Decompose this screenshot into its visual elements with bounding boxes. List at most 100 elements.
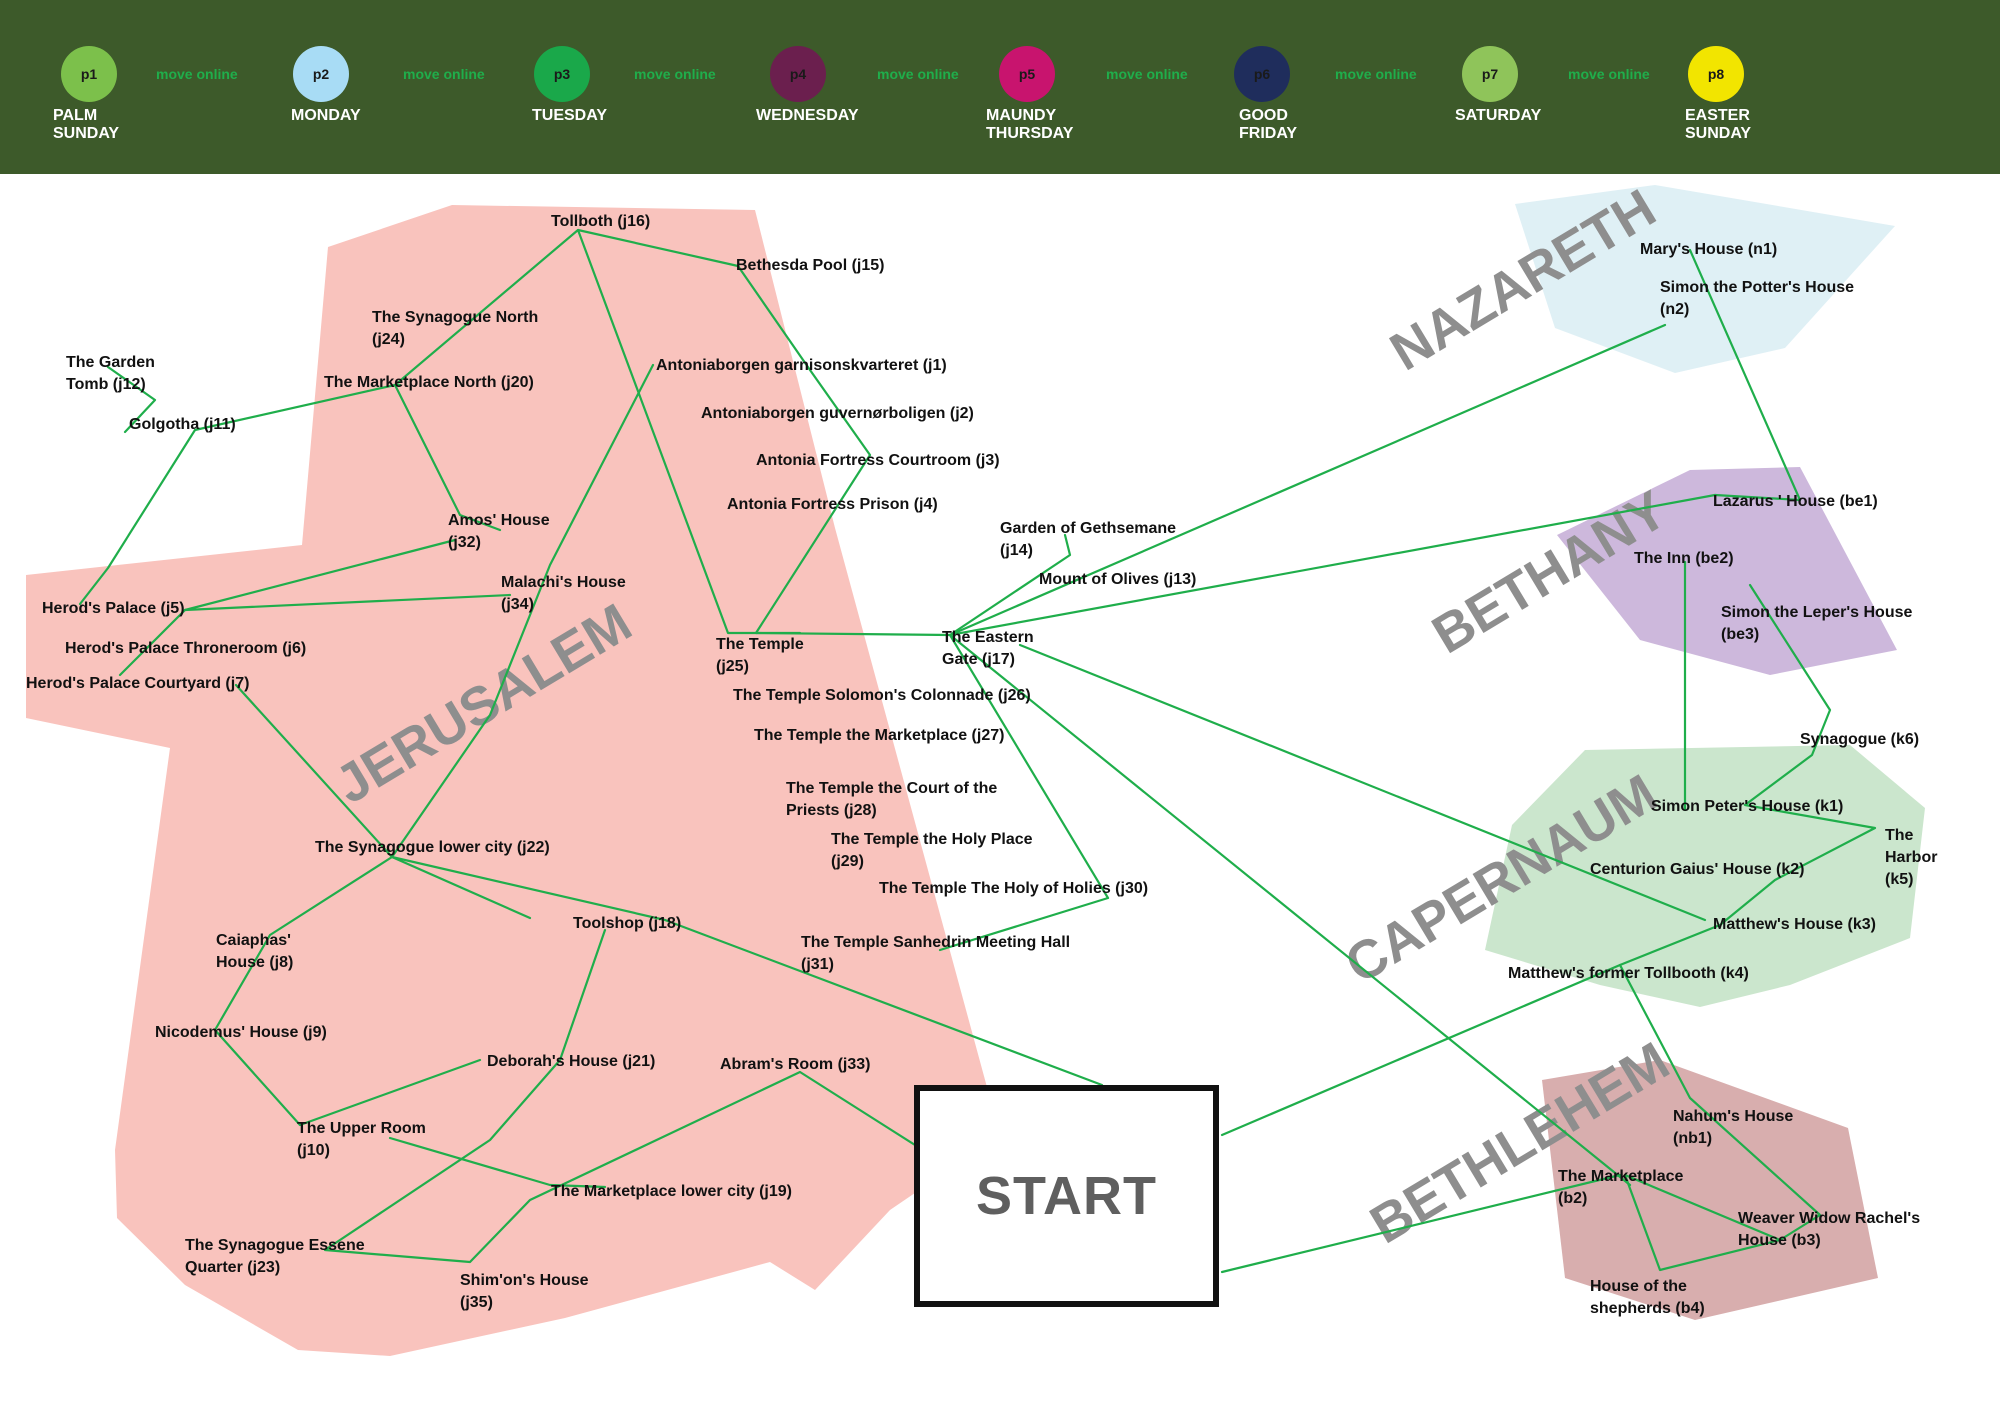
location-label-line: House (j8) xyxy=(216,954,293,971)
location-j20[interactable]: The Marketplace North (j20) xyxy=(324,374,534,391)
location-j21[interactable]: Deborah's House (j21) xyxy=(487,1053,655,1070)
route-line xyxy=(948,633,1632,1187)
location-j3[interactable]: Antonia Fortress Courtroom (j3) xyxy=(756,452,1000,469)
location-label-line: Matthew's House (k3) xyxy=(1713,916,1876,933)
move-online-link[interactable]: move online xyxy=(156,66,238,82)
location-n2[interactable]: Simon the Potter's House(n2) xyxy=(1660,279,1854,318)
start-button[interactable]: START xyxy=(914,1085,1219,1307)
location-j5[interactable]: Herod's Palace (j5) xyxy=(42,600,185,617)
location-nb1[interactable]: Nahum's House(nb1) xyxy=(1673,1108,1793,1147)
phase-circle-p1[interactable]: p1 xyxy=(61,46,117,102)
phase-code: p2 xyxy=(312,66,330,82)
location-j4[interactable]: Antonia Fortress Prison (j4) xyxy=(727,496,938,513)
location-j18[interactable]: Toolshop (j18) xyxy=(573,915,681,932)
location-n1[interactable]: Mary's House (n1) xyxy=(1640,241,1777,258)
phase-label-p6: GOOD FRIDAY xyxy=(1239,107,1298,142)
location-label-line: The Temple xyxy=(716,636,804,653)
location-label-line: The Synagogue Essene xyxy=(185,1237,365,1254)
phase-circle-p3[interactable]: p3 xyxy=(534,46,590,102)
phase-code: p4 xyxy=(789,66,807,82)
location-k2[interactable]: Centurion Gaius' House (k2) xyxy=(1590,861,1805,878)
move-online-link[interactable]: move online xyxy=(1106,66,1188,82)
location-j35[interactable]: Shim'on's House(j35) xyxy=(460,1272,589,1311)
location-k3[interactable]: Matthew's House (k3) xyxy=(1713,916,1876,933)
location-k6[interactable]: Synagogue (k6) xyxy=(1800,731,1919,748)
route-line xyxy=(323,928,917,1264)
route-line xyxy=(390,855,1104,1087)
location-label-line: Nicodemus' House (j9) xyxy=(155,1024,327,1041)
location-j30[interactable]: The Temple The Holy of Holies (j30) xyxy=(879,880,1148,897)
location-label-line: Simon the Leper's House xyxy=(1721,604,1913,621)
location-j32[interactable]: Amos' House(j32) xyxy=(448,512,550,551)
location-j11[interactable]: Golgotha (j11) xyxy=(129,416,236,433)
move-online-link[interactable]: move online xyxy=(1335,66,1417,82)
location-be3[interactable]: Simon the Leper's House(be3) xyxy=(1721,604,1913,643)
location-k1[interactable]: Simon Peter's House (k1) xyxy=(1651,798,1843,815)
phase-code: p8 xyxy=(1707,66,1725,82)
route-line xyxy=(1220,1173,1622,1274)
location-label-line: shepherds (b4) xyxy=(1590,1300,1705,1317)
location-label-line: The Marketplace North (j20) xyxy=(324,374,534,391)
move-online-link[interactable]: move online xyxy=(634,66,716,82)
phase-label-p4: WEDNESDAY xyxy=(756,107,859,124)
location-j31[interactable]: The Temple Sanhedrin Meeting Hall(j31) xyxy=(801,934,1070,973)
route-line xyxy=(1220,583,1877,1137)
location-k4[interactable]: Matthew's former Tollbooth (k4) xyxy=(1508,965,1749,982)
location-j24[interactable]: The Synagogue North(j24) xyxy=(372,309,538,348)
phase-label-p2: MONDAY xyxy=(291,107,361,124)
location-label-line: Golgotha (j11) xyxy=(129,416,236,433)
location-j27[interactable]: The Temple the Marketplace (j27) xyxy=(754,727,1004,744)
phase-circle-p4[interactable]: p4 xyxy=(770,46,826,102)
phase-circle-p5[interactable]: p5 xyxy=(999,46,1055,102)
location-label-line: Bethesda Pool (j15) xyxy=(736,257,884,274)
location-label-line: The Temple The Holy of Holies (j30) xyxy=(879,880,1148,897)
location-j22[interactable]: The Synagogue lower city (j22) xyxy=(315,839,550,856)
location-j34[interactable]: Malachi's House(j34) xyxy=(501,574,626,613)
move-online-link[interactable]: move online xyxy=(877,66,959,82)
location-label-line: The Synagogue North xyxy=(372,309,538,326)
location-label-line: Herod's Palace (j5) xyxy=(42,600,185,617)
location-j7[interactable]: Herod's Palace Courtyard (j7) xyxy=(26,675,249,692)
location-b2[interactable]: The Marketplace(b2) xyxy=(1558,1168,1683,1207)
location-label-line: Abram's Room (j33) xyxy=(720,1056,871,1073)
location-label-line: Quarter (j23) xyxy=(185,1259,280,1276)
route-line xyxy=(948,323,1667,637)
phase-circle-p6[interactable]: p6 xyxy=(1234,46,1290,102)
location-j2[interactable]: Antoniaborgen guvernørboligen (j2) xyxy=(701,405,974,422)
route-line xyxy=(388,1136,607,1189)
location-j16[interactable]: Tollboth (j16) xyxy=(551,213,650,230)
location-label-line: The Synagogue lower city (j22) xyxy=(315,839,550,856)
location-j33[interactable]: Abram's Room (j33) xyxy=(720,1056,871,1073)
move-online-link[interactable]: move online xyxy=(1568,66,1650,82)
location-j13[interactable]: Mount of Olives (j13) xyxy=(1039,571,1196,588)
location-label-line: (n2) xyxy=(1660,301,1689,318)
location-j8[interactable]: Caiaphas'House (j8) xyxy=(216,932,293,971)
location-label-line: The Garden xyxy=(66,354,155,371)
location-j26[interactable]: The Temple Solomon's Colonnade (j26) xyxy=(733,687,1031,704)
region-bethany xyxy=(1557,467,1897,675)
location-j14[interactable]: Garden of Gethsemane(j14) xyxy=(1000,520,1176,559)
location-j1[interactable]: Antoniaborgen garnisonskvarteret (j1) xyxy=(656,357,947,374)
location-be1[interactable]: Lazarus ' House (be1) xyxy=(1713,493,1878,510)
location-j9[interactable]: Nicodemus' House (j9) xyxy=(155,1024,327,1041)
phase-circle-p7[interactable]: p7 xyxy=(1462,46,1518,102)
phase-circle-p8[interactable]: p8 xyxy=(1688,46,1744,102)
location-j10[interactable]: The Upper Room(j10) xyxy=(297,1120,426,1159)
location-be2[interactable]: The Inn (be2) xyxy=(1634,550,1734,567)
location-j6[interactable]: Herod's Palace Throneroom (j6) xyxy=(65,640,306,657)
location-j15[interactable]: Bethesda Pool (j15) xyxy=(736,257,884,274)
location-j25[interactable]: The Temple(j25) xyxy=(716,636,804,675)
phase-circle-p2[interactable]: p2 xyxy=(293,46,349,102)
move-online-link[interactable]: move online xyxy=(403,66,485,82)
location-j19[interactable]: The Marketplace lower city (j19) xyxy=(551,1183,792,1200)
location-j29[interactable]: The Temple the Holy Place(j29) xyxy=(831,831,1033,870)
route-line xyxy=(1688,248,1802,502)
location-label-line: (j29) xyxy=(831,853,864,870)
